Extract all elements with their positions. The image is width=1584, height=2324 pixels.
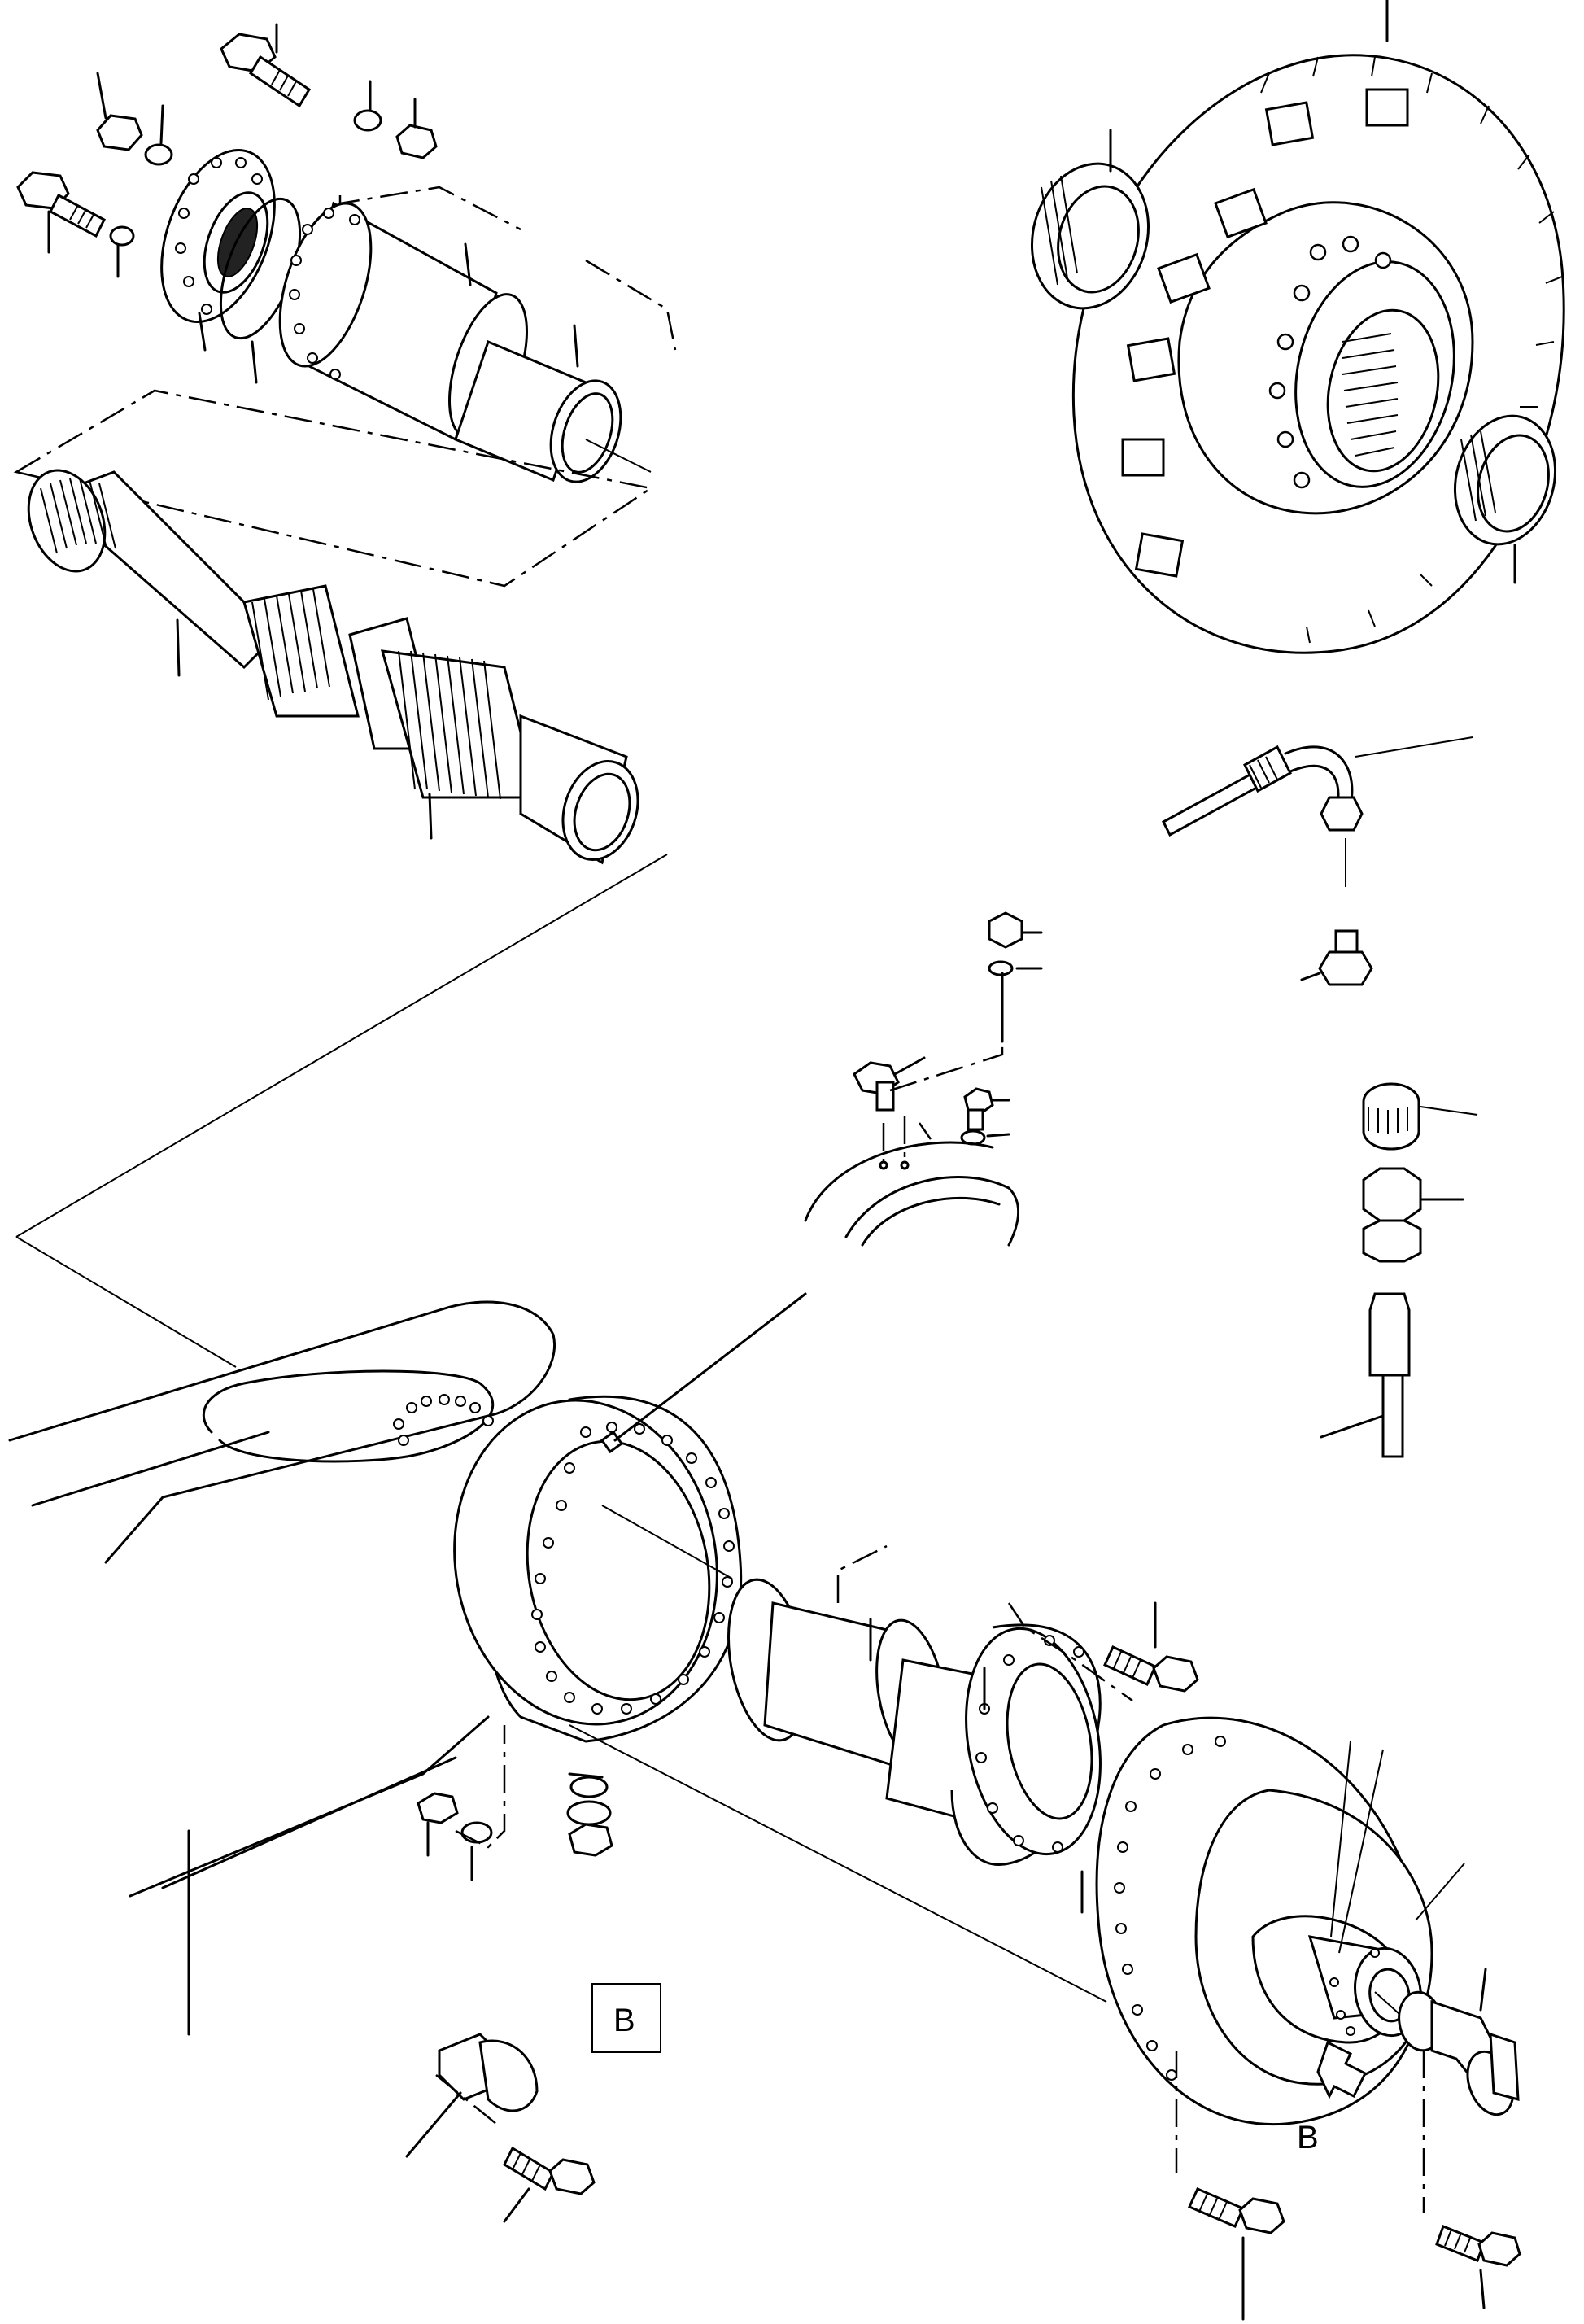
detail-box-label: B (613, 2003, 635, 2038)
wheel-hub (1095, 1716, 1465, 2126)
yoke-end (1398, 1968, 1520, 2213)
bolt-bottom-right (1435, 2225, 1521, 2309)
bearing-flange (160, 148, 302, 384)
ring-fasteners (417, 1725, 613, 1881)
view-arrow: B (1297, 2040, 1368, 2156)
bolt-bottom-center (1175, 2051, 1285, 2321)
hub-sleeve (278, 201, 652, 483)
axle-shaft-sleeves (727, 1544, 1133, 1914)
bolt-top (220, 23, 312, 108)
plug (96, 114, 143, 151)
brake-ring (453, 1292, 1107, 2003)
hose-fitting (1162, 736, 1478, 1458)
nut (395, 124, 438, 159)
axle-housing (8, 854, 668, 2036)
bearing-left (1030, 129, 1150, 310)
bolt-mid-right (1103, 1601, 1199, 1693)
bolt-left (16, 171, 135, 278)
washer (353, 109, 382, 132)
detail-box (591, 1983, 661, 2053)
view-arrow-label: B (1297, 2120, 1319, 2156)
breather-assembly (804, 911, 1043, 1247)
drive-shaft (13, 389, 654, 865)
upper-hub-assembly (13, 23, 677, 865)
bearing-right (1453, 414, 1557, 584)
planetary-carrier (1030, 0, 1565, 654)
detail-b: B (405, 1983, 661, 2223)
